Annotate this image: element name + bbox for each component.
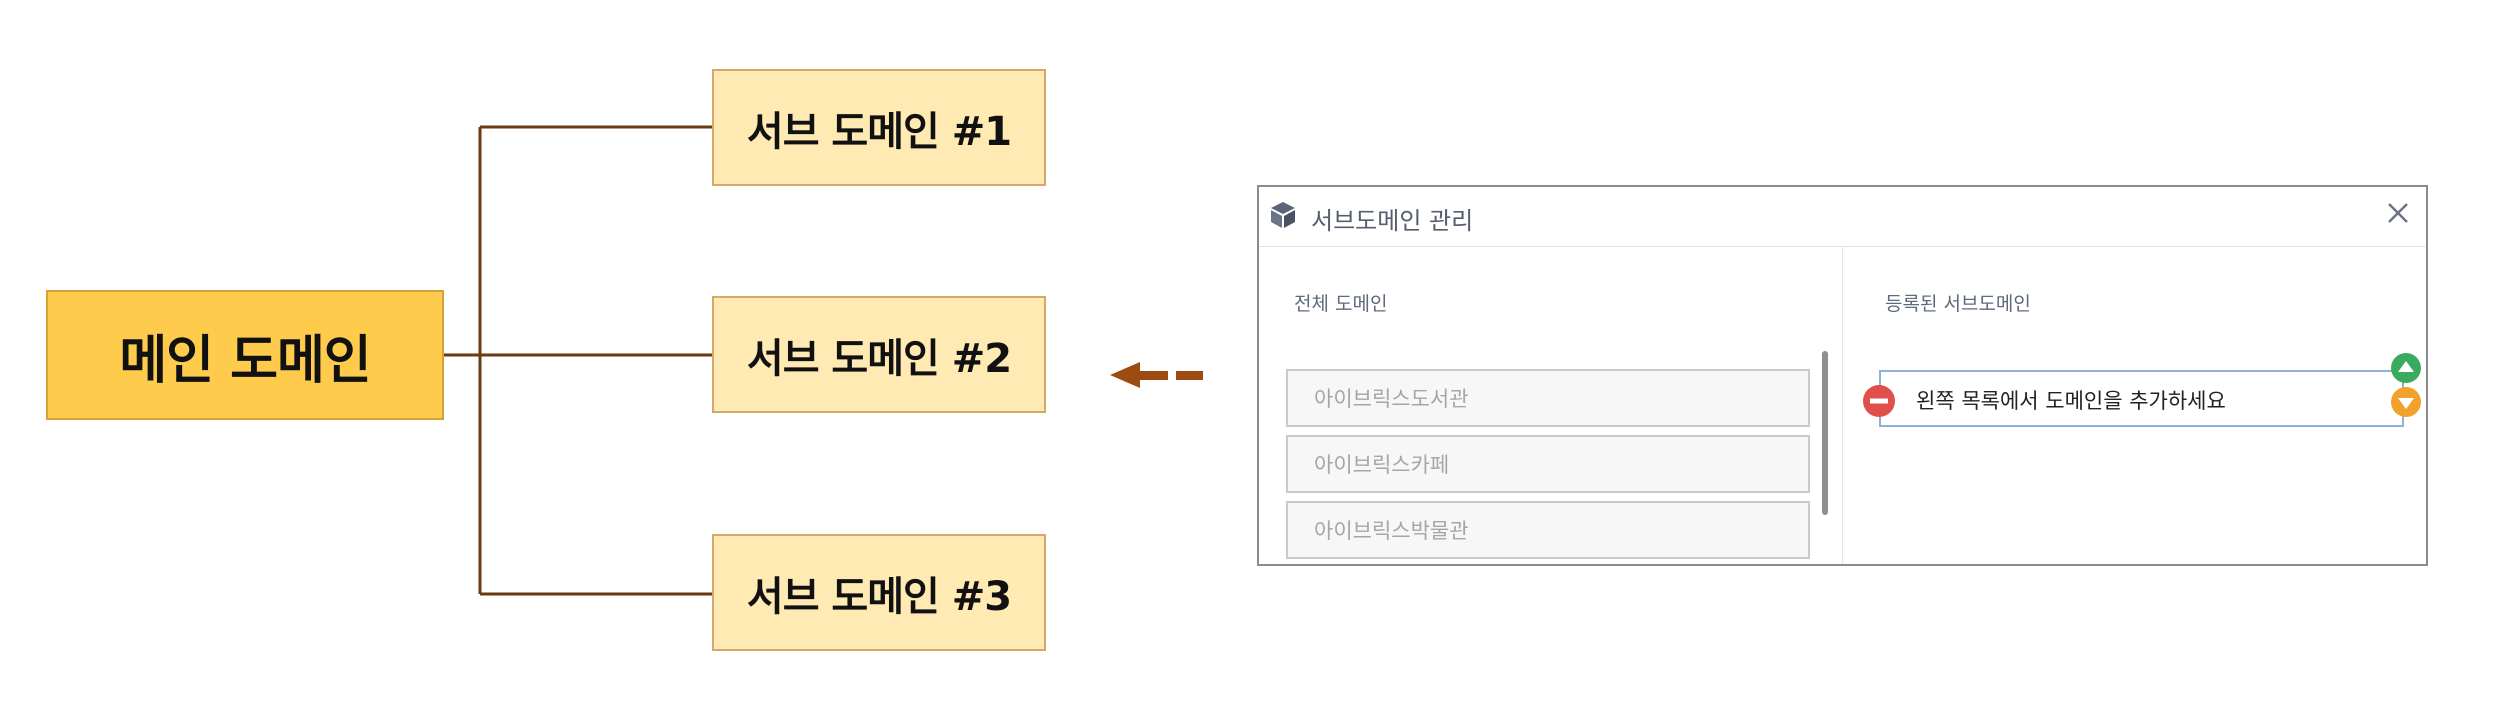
registered-subdomains-panel: 등록된 서브도메인 왼쪽 목록에서 도메인을 추가하세요 xyxy=(1842,247,2426,564)
all-domains-panel: 전체 도메인 아이브릭스도서관 아이브릭스카페 아이브릭스박물관 xyxy=(1259,247,1842,564)
dashed-arrow xyxy=(1110,362,1203,388)
dialog-title: 서브도메인 관리 xyxy=(1311,207,1474,235)
arrow-down-circle-icon[interactable] xyxy=(2390,386,2422,418)
dialog-header: 서브도메인 관리 xyxy=(1259,187,2426,247)
sub-domain-box-3: 서브 도메인 #3 xyxy=(712,534,1046,651)
close-icon[interactable] xyxy=(2378,193,2418,233)
main-domain-label: 메인 도메인 xyxy=(119,330,371,391)
arrow-head-icon xyxy=(1110,362,1140,388)
cube-icon xyxy=(1271,202,1295,228)
sub-domain-label-3: 서브 도메인 #3 xyxy=(746,573,1012,620)
sub-domain-box-2: 서브 도메인 #2 xyxy=(712,296,1046,413)
registered-subdomain-label: 왼쪽 목록에서 도메인을 추가하세요 xyxy=(1916,389,2226,413)
arrow-dash-2 xyxy=(1176,371,1203,380)
sub-domain-label-1: 서브 도메인 #1 xyxy=(746,108,1012,155)
domain-list-scrollbar[interactable] xyxy=(1822,351,1828,515)
all-domains-heading: 전체 도메인 xyxy=(1294,293,1388,315)
sub-domain-label-2: 서브 도메인 #2 xyxy=(746,335,1012,382)
domain-item-museum[interactable]: 아이브릭스박물관 xyxy=(1286,501,1810,559)
registered-subdomains-heading: 등록된 서브도메인 xyxy=(1885,293,2031,315)
minus-circle-icon[interactable] xyxy=(1862,384,1896,418)
sub-domain-box-1: 서브 도메인 #1 xyxy=(712,69,1046,186)
subdomain-dialog: 서브도메인 관리 전체 도메인 아이브릭스도서관 아이브릭스카페 아이브릭스박물… xyxy=(1257,185,2428,566)
arrow-up-circle-icon[interactable] xyxy=(2390,352,2422,384)
domain-item-library[interactable]: 아이브릭스도서관 xyxy=(1286,369,1810,427)
registered-subdomain-item[interactable]: 왼쪽 목록에서 도메인을 추가하세요 xyxy=(1879,370,2404,427)
main-domain-box: 메인 도메인 xyxy=(46,290,444,420)
domain-item-cafe[interactable]: 아이브릭스카페 xyxy=(1286,435,1810,493)
all-domains-list: 아이브릭스도서관 아이브릭스카페 아이브릭스박물관 xyxy=(1286,369,1810,564)
arrow-dash-1 xyxy=(1138,371,1168,380)
